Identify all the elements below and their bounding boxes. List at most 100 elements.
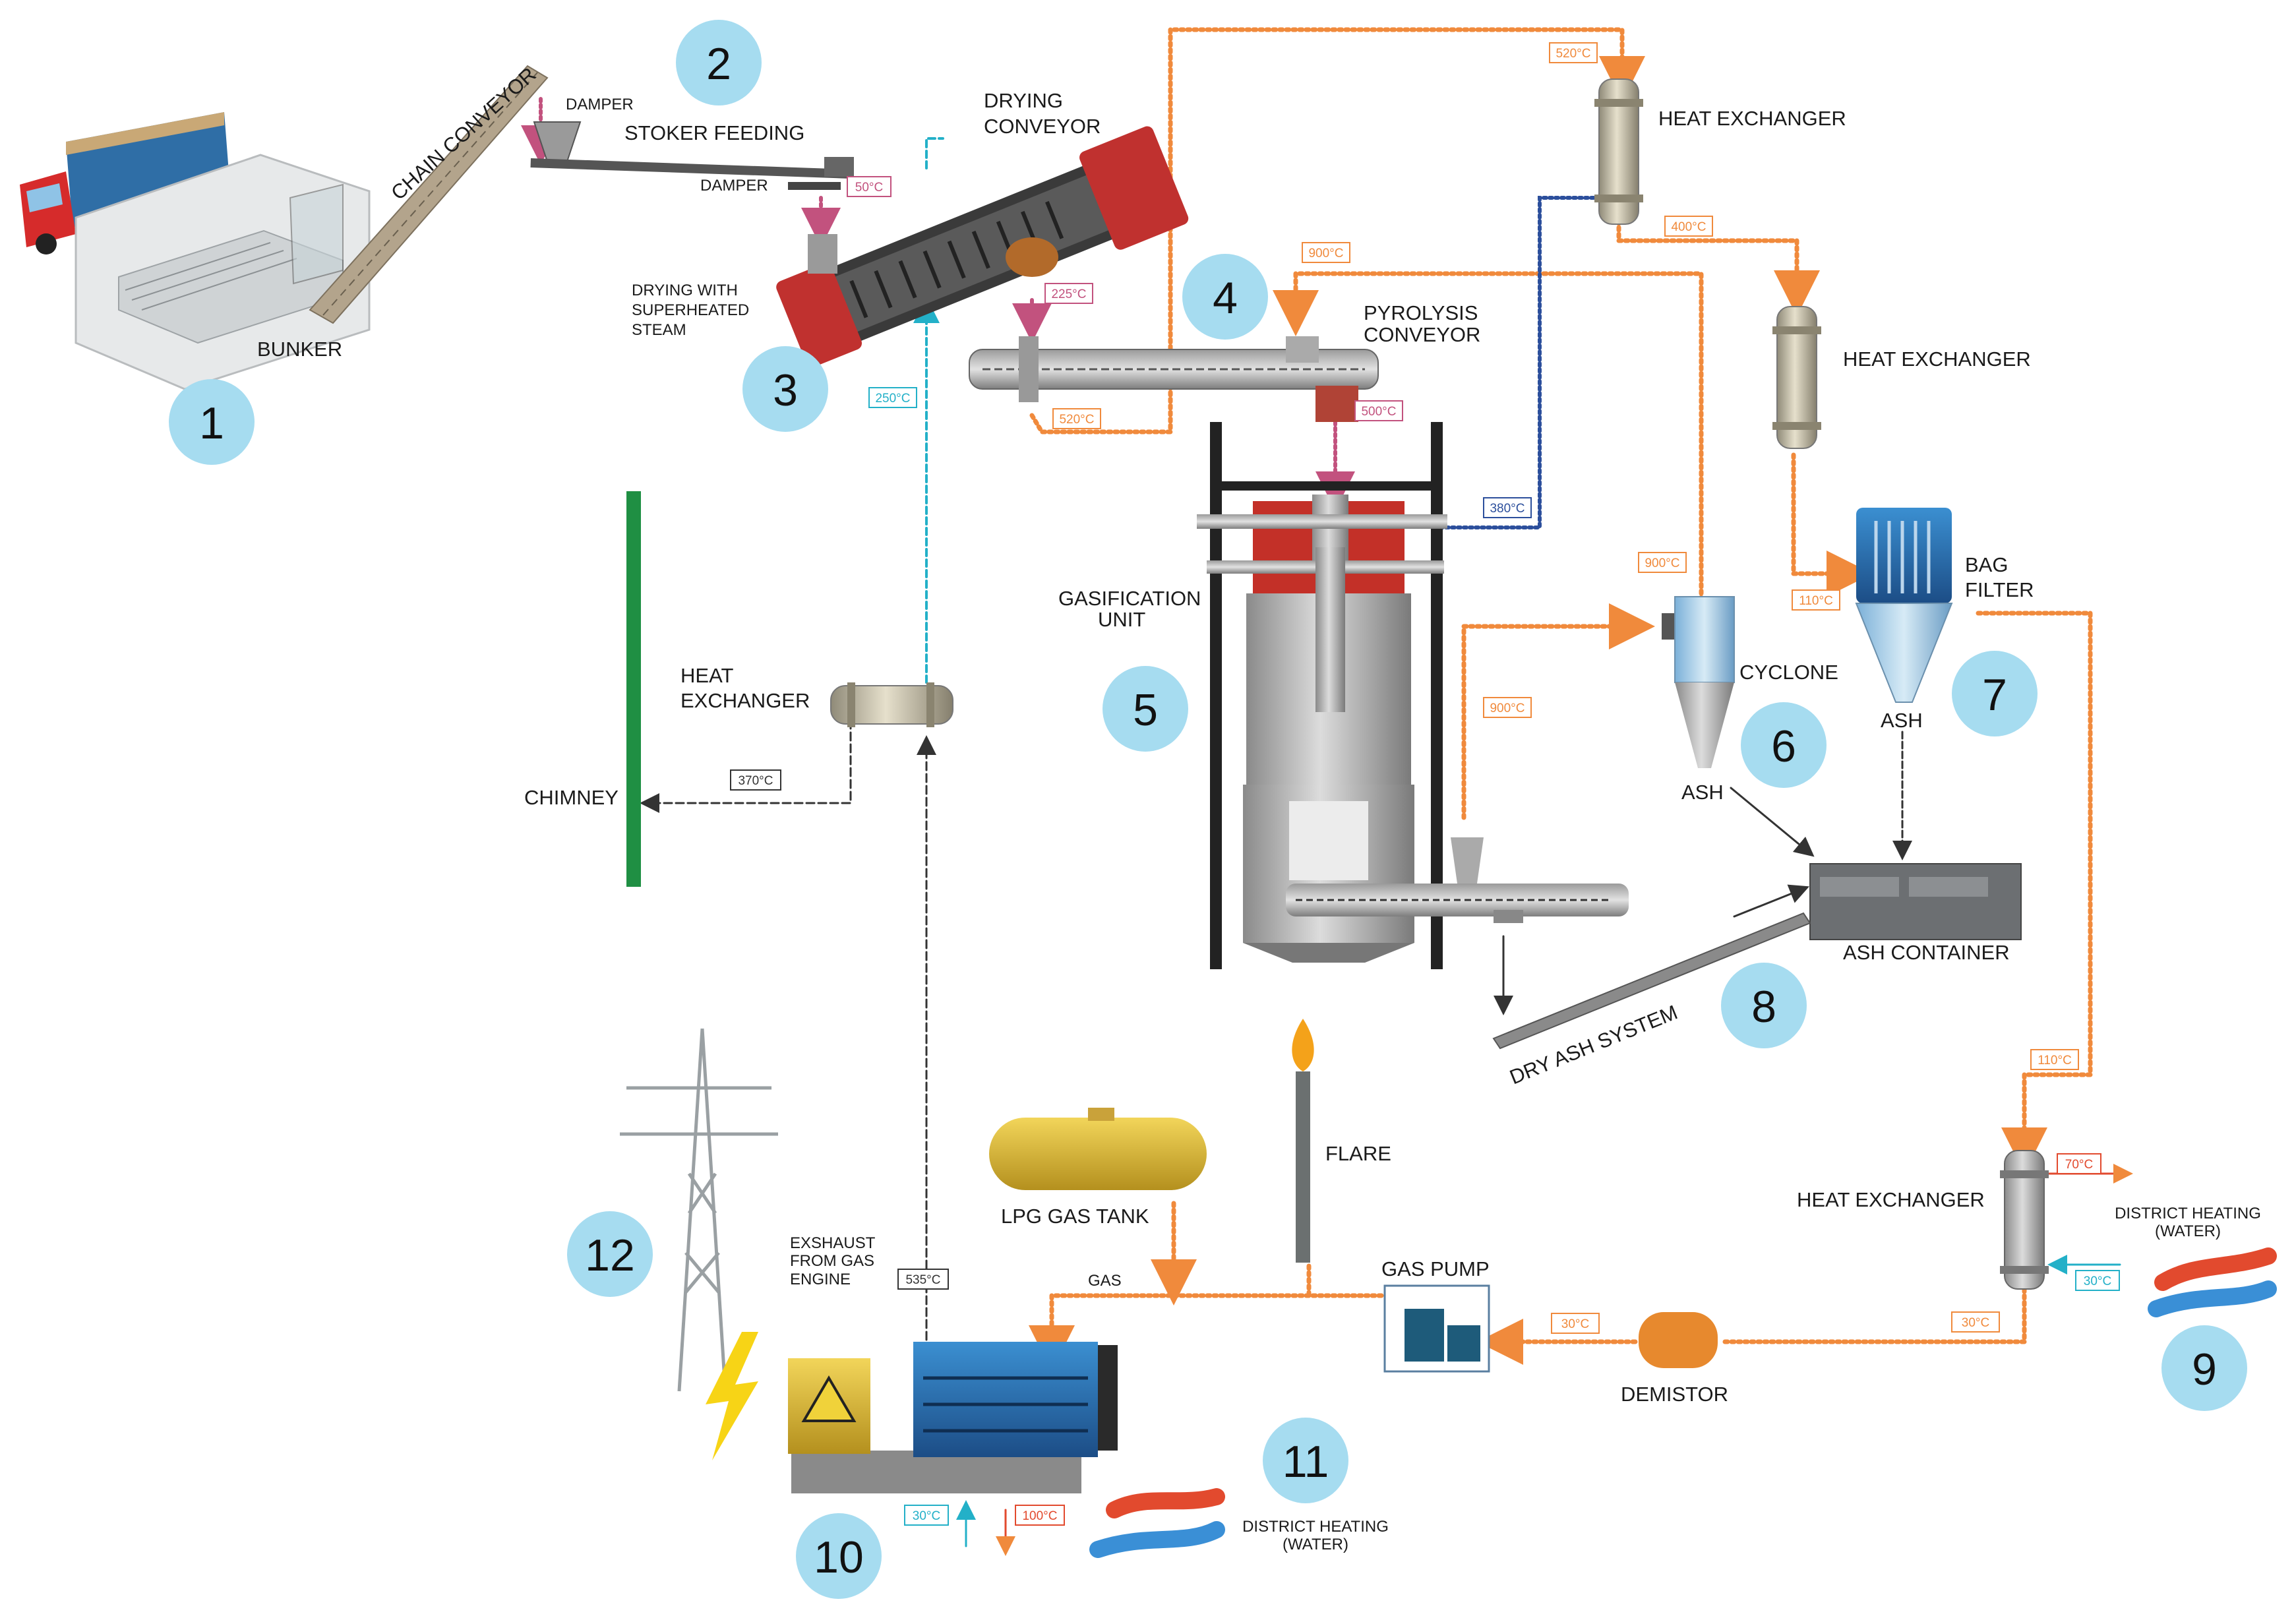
gas-pump (1383, 1284, 1490, 1373)
step-badge-8: 8 (1721, 963, 1807, 1048)
heat-exchanger-bottom (2000, 1150, 2049, 1290)
label-damper-top: DAMPER (566, 96, 634, 113)
step-badge-12: 12 (567, 1211, 653, 1297)
temp-tag-900-top: 900°C (1302, 242, 1350, 263)
chimney (626, 491, 641, 887)
label-exhaust-3: ENGINE (790, 1271, 851, 1288)
label-cyclone: CYCLONE (1739, 661, 1838, 684)
svg-text:11: 11 (1283, 1437, 1329, 1487)
district-heating-arrows-bottom-icon (1089, 1488, 1225, 1558)
temp-tag-30-demistor: 30°C (1551, 1313, 1600, 1334)
temp-tag-500: 500°C (1354, 400, 1403, 421)
step-badge-2: 2 (676, 20, 762, 105)
step-badge-6: 6 (1741, 702, 1827, 788)
label-district-heating-bottom-2: (WATER) (1283, 1536, 1348, 1553)
temp-tag-225: 225°C (1044, 283, 1093, 304)
demistor (1639, 1312, 1718, 1368)
svg-text:520°C: 520°C (1556, 47, 1590, 61)
label-gas: GAS (1088, 1272, 1122, 1290)
step-badge-11: 11 (1263, 1418, 1348, 1503)
temp-tag-900-cyclone: 900°C (1638, 552, 1687, 573)
label-ash-container: ASH CONTAINER (1843, 941, 2010, 964)
svg-text:50°C: 50°C (855, 181, 883, 195)
label-pyrolysis-1: PYROLYSIS (1364, 301, 1478, 324)
svg-text:10: 10 (814, 1532, 864, 1582)
label-heat-exchanger-bottom: HEAT EXCHANGER (1797, 1188, 1985, 1211)
heat-exchanger-mid (1772, 306, 1821, 449)
svg-text:7: 7 (1982, 670, 2007, 720)
gas-engine (788, 1342, 1118, 1493)
label-district-heating-right-1: DISTRICT HEATING (2115, 1205, 2261, 1222)
temp-tag-380: 380°C (1483, 497, 1532, 518)
label-heat-exchanger-top: HEAT EXCHANGER (1658, 107, 1846, 130)
temp-tag-30-engine: 30°C (904, 1505, 949, 1526)
svg-text:535°C: 535°C (905, 1273, 940, 1287)
svg-text:9: 9 (2192, 1344, 2217, 1395)
temp-tag-370: 370°C (730, 769, 781, 791)
temp-tag-70: 70°C (2057, 1153, 2101, 1174)
temp-tag-30-right: 30°C (2075, 1270, 2120, 1291)
heat-exchanger-top (1594, 78, 1643, 225)
svg-text:12: 12 (585, 1230, 635, 1280)
label-drying-steam-3: STEAM (632, 321, 686, 339)
label-district-heating-bottom-1: DISTRICT HEATING (1242, 1518, 1389, 1536)
step-badge-4: 4 (1182, 254, 1268, 340)
step-badge-10: 10 (796, 1513, 882, 1599)
label-gas-pump: GAS PUMP (1381, 1257, 1490, 1280)
temp-tag-30-pipe: 30°C (1951, 1311, 2000, 1333)
label-stoker-feeding: STOKER FEEDING (624, 121, 804, 144)
lightning-icon (706, 1332, 758, 1460)
label-bag-filter-2: FILTER (1965, 578, 2034, 601)
label-pyrolysis-2: CONVEYOR (1364, 323, 1480, 346)
svg-text:8: 8 (1751, 982, 1776, 1032)
svg-text:30°C: 30°C (1561, 1317, 1589, 1331)
svg-text:30°C: 30°C (2084, 1275, 2111, 1288)
pyrolysis-conveyor (969, 336, 1379, 422)
svg-text:110°C: 110°C (2038, 1054, 2072, 1067)
svg-text:900°C: 900°C (1645, 556, 1679, 570)
svg-text:900°C: 900°C (1308, 247, 1343, 260)
temp-tag-250: 250°C (868, 387, 917, 408)
step-badges: 1 2 3 4 5 6 7 8 9 10 11 12 (169, 20, 2247, 1599)
svg-text:110°C: 110°C (1799, 594, 1833, 608)
step-badge-5: 5 (1103, 666, 1188, 752)
label-damper-bottom: DAMPER (700, 177, 768, 195)
label-drying-steam-1: DRYING WITH (632, 282, 738, 299)
svg-text:400°C: 400°C (1671, 220, 1706, 234)
svg-text:250°C: 250°C (875, 392, 910, 405)
label-bag-filter-1: BAG (1965, 553, 2008, 576)
pylon-icon (620, 1028, 778, 1392)
svg-text:380°C: 380°C (1490, 502, 1525, 516)
label-ash-cyclone: ASH (1681, 781, 1724, 804)
heat-exchanger-left (830, 682, 953, 727)
gasification-unit (1197, 422, 1629, 969)
svg-text:100°C: 100°C (1022, 1509, 1057, 1523)
label-district-heating-right-2: (WATER) (2155, 1222, 2221, 1240)
step-badge-1: 1 (169, 379, 255, 465)
temperature-tags: 50°C 225°C 250°C 520°C 520°C 900°C 400°C… (730, 42, 2120, 1526)
svg-text:5: 5 (1133, 685, 1158, 735)
temp-tag-110-bag: 110°C (1792, 589, 1840, 611)
svg-text:520°C: 520°C (1059, 413, 1094, 427)
step-badge-7: 7 (1952, 651, 2038, 736)
temp-tag-100-engine: 100°C (1015, 1505, 1065, 1526)
label-ash-bag: ASH (1881, 709, 1923, 732)
label-lpg-tank: LPG GAS TANK (1001, 1205, 1149, 1228)
svg-text:225°C: 225°C (1051, 287, 1086, 301)
dry-ash-system (1492, 912, 1811, 1050)
temp-tag-50: 50°C (847, 176, 891, 197)
svg-text:900°C: 900°C (1490, 702, 1525, 715)
step-badge-3: 3 (742, 346, 828, 432)
label-heat-exchanger-left-1: HEAT (680, 664, 733, 687)
label-exhaust-1: EXSHAUST (790, 1234, 876, 1252)
temp-tag-400: 400°C (1664, 216, 1713, 237)
svg-text:4: 4 (1213, 273, 1238, 323)
temp-tag-520-pyro: 520°C (1052, 408, 1101, 429)
svg-text:1: 1 (199, 398, 224, 448)
svg-text:370°C: 370°C (738, 774, 773, 788)
svg-text:3: 3 (773, 365, 798, 415)
bag-filter (1855, 508, 1953, 703)
svg-text:2: 2 (706, 39, 731, 89)
label-drying-conveyor-2: CONVEYOR (984, 115, 1101, 138)
label-dry-ash-system: DRY ASH SYSTEM (1507, 1000, 1681, 1089)
